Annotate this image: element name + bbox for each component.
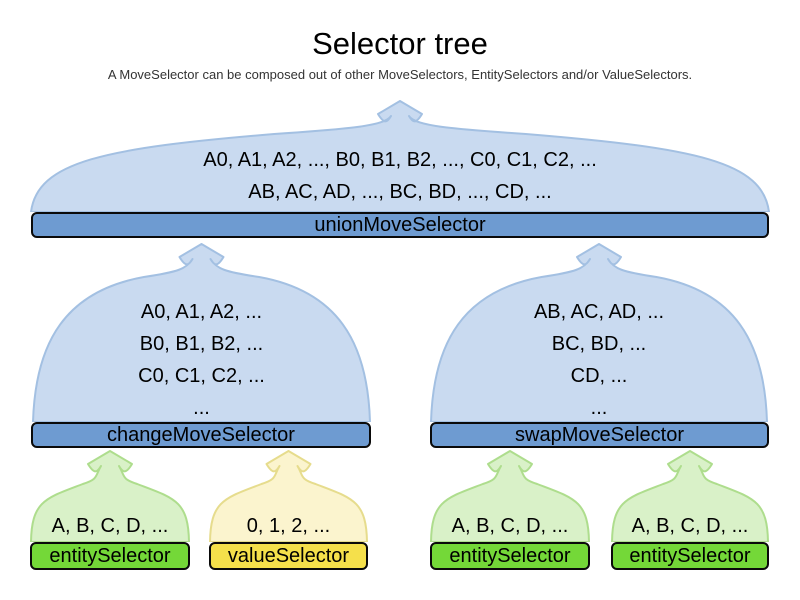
page-title: Selector tree [312, 26, 488, 61]
bar-label: changeMoveSelector [107, 424, 295, 446]
cloud-arrow-shape [30, 100, 770, 212]
selection-list: A0, A1, A2, ..., B0, B1, B2, ..., C0, C1… [30, 144, 770, 208]
cloud-arrow-shape [30, 450, 190, 542]
selection-list: A, B, C, D, ... [430, 510, 590, 542]
entity-selector-bar-1: entitySelector [30, 542, 190, 570]
selection-line: C0, C1, C2, ... [138, 365, 265, 387]
value-selector-bar: valueSelector [209, 542, 368, 570]
entity-selector-cloud-3: A, B, C, D, ... [611, 450, 769, 542]
selection-line: AB, AC, AD, ..., BC, BD, ..., CD, ... [248, 181, 552, 203]
selection-line: B0, B1, B2, ... [139, 333, 264, 355]
entity-selector-bar-3: entitySelector [611, 542, 769, 570]
selection-line: 0, 1, 2, ... [246, 515, 331, 537]
union-move-selector-cloud: A0, A1, A2, ..., B0, B1, B2, ..., C0, C1… [30, 100, 770, 212]
change-move-selector-cloud: A0, A1, A2, ... B0, B1, B2, ... C0, C1, … [32, 243, 371, 422]
bar-label: unionMoveSelector [314, 214, 486, 236]
selection-list: 0, 1, 2, ... [209, 510, 368, 542]
selection-line: BC, BD, ... [551, 333, 647, 355]
selection-line: ... [590, 397, 608, 419]
selection-line: AB, AC, AD, ... [533, 301, 665, 323]
entity-selector-bar-2: entitySelector [430, 542, 590, 570]
bar-label: entitySelector [629, 545, 751, 567]
selection-line: CD, ... [570, 365, 628, 387]
selection-line: ... [193, 397, 210, 419]
selection-line: A0, A1, A2, ..., B0, B1, B2, ..., C0, C1… [203, 149, 597, 171]
bar-label: entitySelector [49, 545, 171, 567]
selection-list: A0, A1, A2, ... B0, B1, B2, ... C0, C1, … [32, 296, 371, 424]
swap-move-selector-cloud: AB, AC, AD, ... BC, BD, ... CD, ... ... [430, 243, 768, 422]
selection-line: A, B, C, D, ... [51, 515, 169, 537]
bar-label: swapMoveSelector [515, 424, 684, 446]
entity-selector-cloud-1: A, B, C, D, ... [30, 450, 190, 542]
page-subtitle: A MoveSelector can be composed out of ot… [107, 67, 693, 82]
cloud-arrow-shape [209, 450, 368, 542]
union-move-selector-bar: unionMoveSelector [31, 212, 769, 238]
entity-selector-cloud-2: A, B, C, D, ... [430, 450, 590, 542]
selection-line: A0, A1, A2, ... [140, 301, 263, 323]
selection-list: A, B, C, D, ... [30, 510, 190, 542]
selection-list: AB, AC, AD, ... BC, BD, ... CD, ... ... [430, 296, 768, 424]
cloud-arrow-shape [430, 450, 590, 542]
cloud-arrow-shape [32, 243, 371, 422]
value-selector-cloud: 0, 1, 2, ... [209, 450, 368, 542]
bar-label: entitySelector [449, 545, 571, 567]
cloud-arrow-shape [611, 450, 769, 542]
selection-line: A, B, C, D, ... [631, 515, 749, 537]
bar-label: valueSelector [227, 545, 350, 567]
cloud-arrow-shape [430, 243, 768, 422]
selection-line: A, B, C, D, ... [451, 515, 569, 537]
swap-move-selector-bar: swapMoveSelector [430, 422, 769, 448]
selection-list: A, B, C, D, ... [611, 510, 769, 542]
change-move-selector-bar: changeMoveSelector [31, 422, 371, 448]
